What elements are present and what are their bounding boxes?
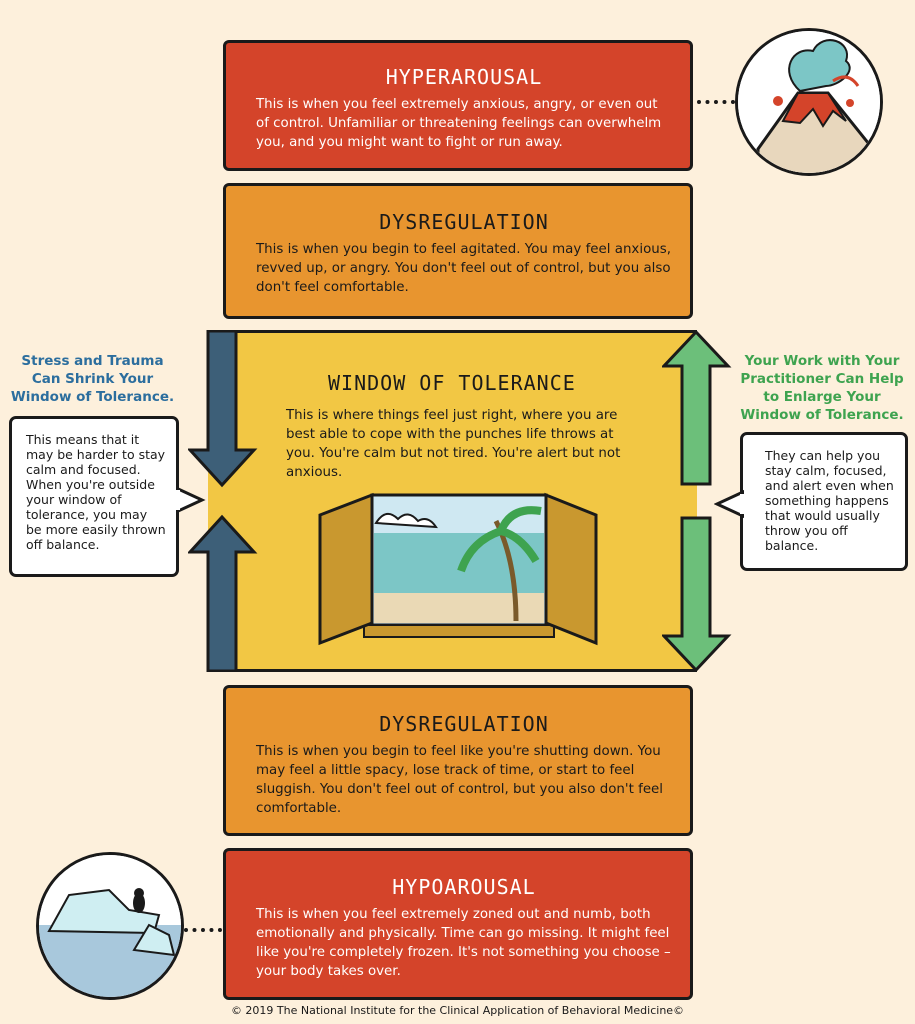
- dysregulation-upper-title: DYSREGULATION: [379, 210, 549, 234]
- shrink-arrows: [188, 330, 258, 672]
- window-of-tolerance-box: WINDOW OF TOLERANCE This is where things…: [208, 330, 697, 672]
- enlarge-title: Your Work with Your Practitioner Can Hel…: [740, 353, 904, 423]
- hyperarousal-box: HYPERAROUSAL This is when you feel extre…: [223, 40, 693, 171]
- window-title: WINDOW OF TOLERANCE: [328, 371, 576, 395]
- hypoarousal-text: This is when you feel extremely zoned ou…: [256, 907, 671, 979]
- shrink-title: Stress and Trauma Can Shrink Your Window…: [10, 353, 175, 405]
- shrink-bubble: This means that it may be harder to stay…: [9, 416, 179, 577]
- dysregulation-upper-text: This is when you begin to feel agitated.…: [256, 242, 671, 295]
- beach-window-icon: [318, 492, 598, 646]
- volcano-icon: [735, 28, 883, 176]
- copyright: © 2019 The National Institute for the Cl…: [230, 1004, 685, 1017]
- dysregulation-upper-box: DYSREGULATION This is when you begin to …: [223, 183, 693, 319]
- shrink-text: This means that it may be harder to stay…: [26, 432, 166, 552]
- hyperarousal-title: HYPERAROUSAL: [385, 65, 543, 89]
- dysregulation-lower-box: DYSREGULATION This is when you begin to …: [223, 685, 693, 836]
- dysregulation-lower-text: This is when you begin to feel like you'…: [256, 744, 664, 816]
- hyperarousal-text: This is when you feel extremely anxious,…: [256, 97, 662, 150]
- bubble-pointer: [714, 489, 744, 519]
- hypoarousal-box: HYPOAROUSAL This is when you feel extrem…: [223, 848, 693, 1000]
- enlarge-text: They can help you stay calm, focused, an…: [765, 448, 894, 553]
- hypoarousal-title: HYPOAROUSAL: [392, 875, 536, 899]
- dysregulation-lower-title: DYSREGULATION: [379, 712, 549, 736]
- connector-dots: [697, 100, 735, 104]
- bubble-pointer: [176, 486, 206, 514]
- connector-dots: [184, 928, 222, 932]
- enlarge-arrows: [662, 330, 732, 672]
- enlarge-bubble: They can help you stay calm, focused, an…: [740, 432, 908, 571]
- iceberg-icon: [36, 852, 184, 1000]
- window-text: This is where things feel just right, wh…: [286, 408, 621, 480]
